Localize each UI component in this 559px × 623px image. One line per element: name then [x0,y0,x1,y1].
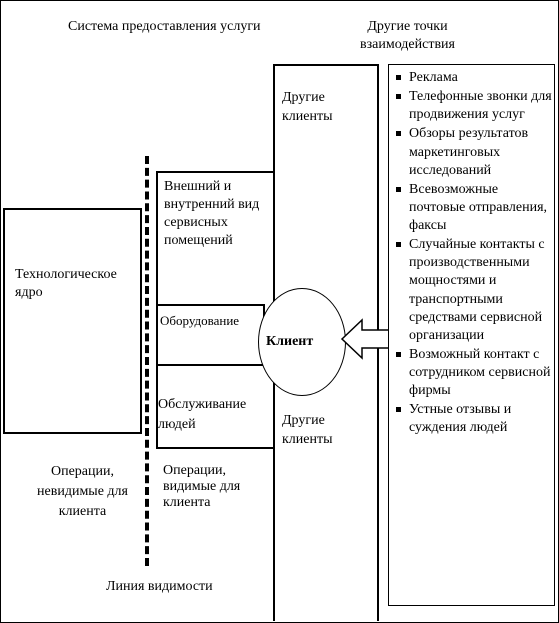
other-clients-top-label: Другие клиенты [282,90,333,124]
bullet-icon [396,75,401,80]
arrow-left-icon [340,318,391,360]
touchpoint-item: Случайные контакты с производственными м… [395,236,554,345]
bullet-icon [396,351,401,357]
exterior-interior-label: Внешний и внутренний вид сервисных помещ… [164,179,260,248]
touchpoint-text: Возможный контакт с сотрудником сервисно… [409,346,551,399]
touchpoint-text: Устные отзывы и суждения людей [409,402,512,436]
technological-core-label: Технологическое ядро [15,267,117,300]
touchpoint-item: Обзоры результатов маркетинговых исследо… [395,125,554,179]
bullet-icon [396,242,401,248]
visibility-dashed-line [145,156,149,566]
other-touchpoints-title: Другие точки взаимодействия [359,19,455,52]
visibility-line-label: Линия видимости [106,579,213,594]
touchpoint-text: Реклама [409,70,458,85]
bullet-icon [396,94,401,100]
equipment-label: Оборудование [160,313,240,328]
technological-core-box [3,208,142,434]
ops-invisible-label: Операции, невидимые для клиента [37,464,128,519]
touchpoint-item: Реклама [395,69,554,87]
other-clients-bottom-label: Другие клиенты [282,413,333,447]
service-system-title: Система предоставления услуги [68,19,261,34]
client-label: Клиент [266,334,314,349]
bullet-icon [396,186,401,192]
bullet-icon [396,131,401,137]
touchpoint-text: Случайные контакты с производственными м… [409,237,545,343]
touchpoint-item: Возможный контакт с сотрудником сервисно… [395,346,554,400]
people-service-label: Обслуживание людей [158,397,247,432]
touchpoint-text: Телефонные звонки для продвижения услуг [409,89,552,123]
equipment-box [156,304,265,366]
touchpoint-item: Всевозможные почтовые отправления, факсы [395,181,554,235]
bullet-icon [396,407,401,413]
touchpoint-item: Устные отзывы и суждения людей [395,401,554,437]
touchpoint-item: Телефонные звонки для продвижения услуг [395,88,554,124]
touchpoint-text: Всевозможные почтовые отправления, факсы [409,181,548,234]
touchpoint-text: Обзоры результатов маркетинговых исследо… [409,126,529,178]
ops-visible-label: Операции, видимые для клиента [163,463,241,510]
